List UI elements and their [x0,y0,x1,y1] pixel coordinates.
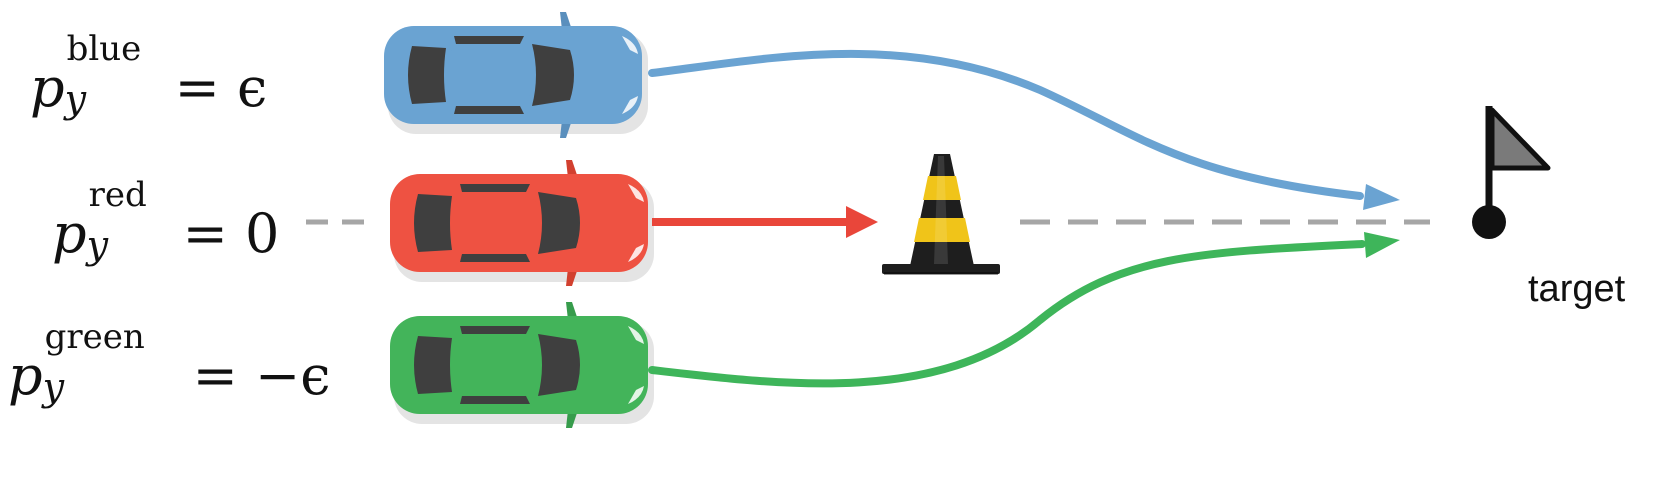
flag-icon [1472,106,1551,239]
car-icon [390,302,654,428]
label-green-rhs: = −ϵ [192,344,331,407]
blue-trajectory [648,49,1364,200]
target-label: target [1528,268,1626,310]
label-green-superscript: green [44,317,145,357]
label-red-superscript: red [88,175,147,215]
red-arrowhead [846,206,878,238]
label-green-subscript: y [42,365,65,409]
label-red-subscript: y [86,223,109,267]
car-icon [390,160,654,286]
blue-arrowhead [1363,184,1400,210]
label-blue-rhs: = ϵ [174,56,268,119]
label-red-rhs: = 0 [182,202,280,265]
label-blue-superscript: blue [66,29,142,69]
green-arrowhead [1364,232,1400,258]
green-trajectory [648,240,1366,388]
car-icon: #bluecar .body{fill:#6aa3d2}#bluecar .ro… [384,12,648,138]
traffic-cone-icon [882,154,1000,275]
label-blue-subscript: y [64,77,87,121]
